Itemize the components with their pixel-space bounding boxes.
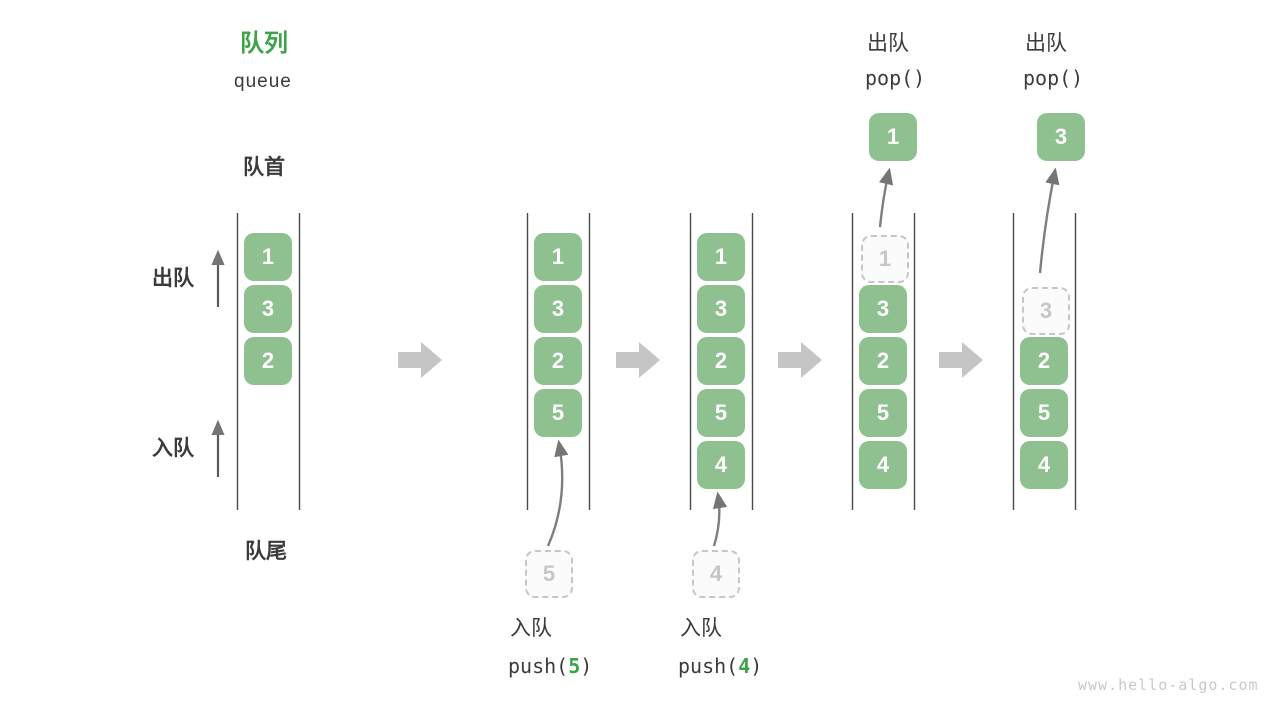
queue-box: 2 bbox=[859, 337, 907, 385]
push4-action-label: 入队 bbox=[680, 617, 722, 640]
pop1-action-label: 出队 bbox=[867, 32, 909, 55]
pending-box-4: 4 bbox=[692, 550, 740, 598]
label-dequeue-side: 出队 bbox=[152, 267, 194, 290]
watermark: www.hello-algo.com bbox=[1078, 676, 1259, 694]
queue-box: 3 bbox=[859, 285, 907, 333]
label-enqueue-side: 入队 bbox=[152, 437, 194, 460]
transition-arrow-icon-4 bbox=[939, 342, 983, 378]
queue-box: 2 bbox=[1020, 337, 1068, 385]
pending-box-5: 5 bbox=[525, 550, 573, 598]
code-text: push( bbox=[678, 654, 739, 678]
code-text: ) bbox=[580, 654, 593, 678]
operation-arrows bbox=[546, 167, 1060, 547]
pop1-code-label: pop() bbox=[865, 66, 926, 90]
queue-box: 3 bbox=[244, 285, 292, 333]
popped-box-1: 1 bbox=[869, 113, 917, 161]
queue-box: 4 bbox=[697, 441, 745, 489]
removed-box-1: 1 bbox=[861, 235, 909, 283]
queue-box: 1 bbox=[534, 233, 582, 281]
diagram-subtitle: queue bbox=[234, 71, 292, 92]
queue-box: 2 bbox=[534, 337, 582, 385]
label-queue-front: 队首 bbox=[243, 156, 285, 179]
queue-box: 4 bbox=[1020, 441, 1068, 489]
pop3-code-label: pop() bbox=[1023, 66, 1084, 90]
removed-box-3: 3 bbox=[1022, 287, 1070, 335]
pop3-arrow-icon bbox=[1038, 167, 1060, 274]
queue-box: 5 bbox=[534, 389, 582, 437]
transition-arrow-icon-2 bbox=[616, 342, 660, 378]
queue-box: 1 bbox=[244, 233, 292, 281]
push5-code-label: push(5) bbox=[508, 654, 592, 678]
push5-arrow-icon bbox=[546, 439, 569, 547]
queue-box: 3 bbox=[534, 285, 582, 333]
queue-box: 3 bbox=[697, 285, 745, 333]
queue-box: 5 bbox=[859, 389, 907, 437]
queue-box: 5 bbox=[697, 389, 745, 437]
diagram-title: 队列 bbox=[240, 30, 288, 57]
queue-box: 1 bbox=[697, 233, 745, 281]
code-arg: 4 bbox=[738, 654, 751, 678]
popped-box-3: 3 bbox=[1037, 113, 1085, 161]
push4-arrow-icon bbox=[712, 491, 728, 547]
code-text: push( bbox=[508, 654, 569, 678]
push5-action-label: 入队 bbox=[510, 617, 552, 640]
pop3-action-label: 出队 bbox=[1025, 32, 1067, 55]
queue-box: 2 bbox=[244, 337, 292, 385]
push4-code-label: push(4) bbox=[678, 654, 762, 678]
queue-box: 4 bbox=[859, 441, 907, 489]
transition-arrow-icon-1 bbox=[398, 342, 442, 378]
pop1-arrow-icon bbox=[878, 167, 894, 228]
queue-column-walls bbox=[236, 213, 1077, 510]
queue-box: 5 bbox=[1020, 389, 1068, 437]
transition-arrow-icon-3 bbox=[778, 342, 822, 378]
code-arg: 5 bbox=[568, 654, 581, 678]
code-text: ) bbox=[750, 654, 763, 678]
queue-box: 2 bbox=[697, 337, 745, 385]
label-queue-rear: 队尾 bbox=[245, 540, 287, 563]
